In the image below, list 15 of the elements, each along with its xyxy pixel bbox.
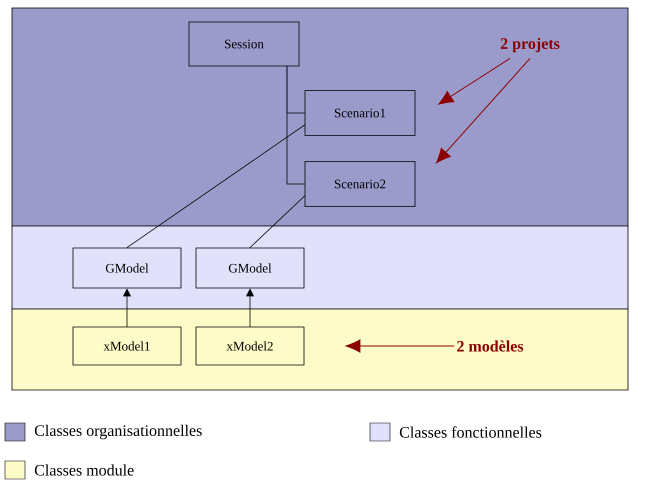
connector-arrow	[436, 58, 530, 164]
class-box: Scenario1	[304, 90, 416, 136]
class-box: xModel1	[72, 326, 182, 366]
connector-arrow	[438, 58, 510, 105]
annotation-text: 2 projets	[500, 38, 560, 52]
class-box: Session	[188, 22, 300, 66]
connector-arrow	[346, 339, 455, 353]
legend-label: Classes module	[34, 464, 134, 476]
class-box: GModel	[72, 248, 182, 288]
legend-label: Classes organisationnelles	[34, 424, 202, 440]
class-box: Scenario2	[304, 161, 416, 207]
class-box: GModel	[196, 248, 304, 288]
legend-label: Classes fonctionnelles	[400, 426, 542, 438]
class-box: xModel2	[196, 326, 304, 366]
annotation-text: 2 modèles	[457, 340, 524, 352]
